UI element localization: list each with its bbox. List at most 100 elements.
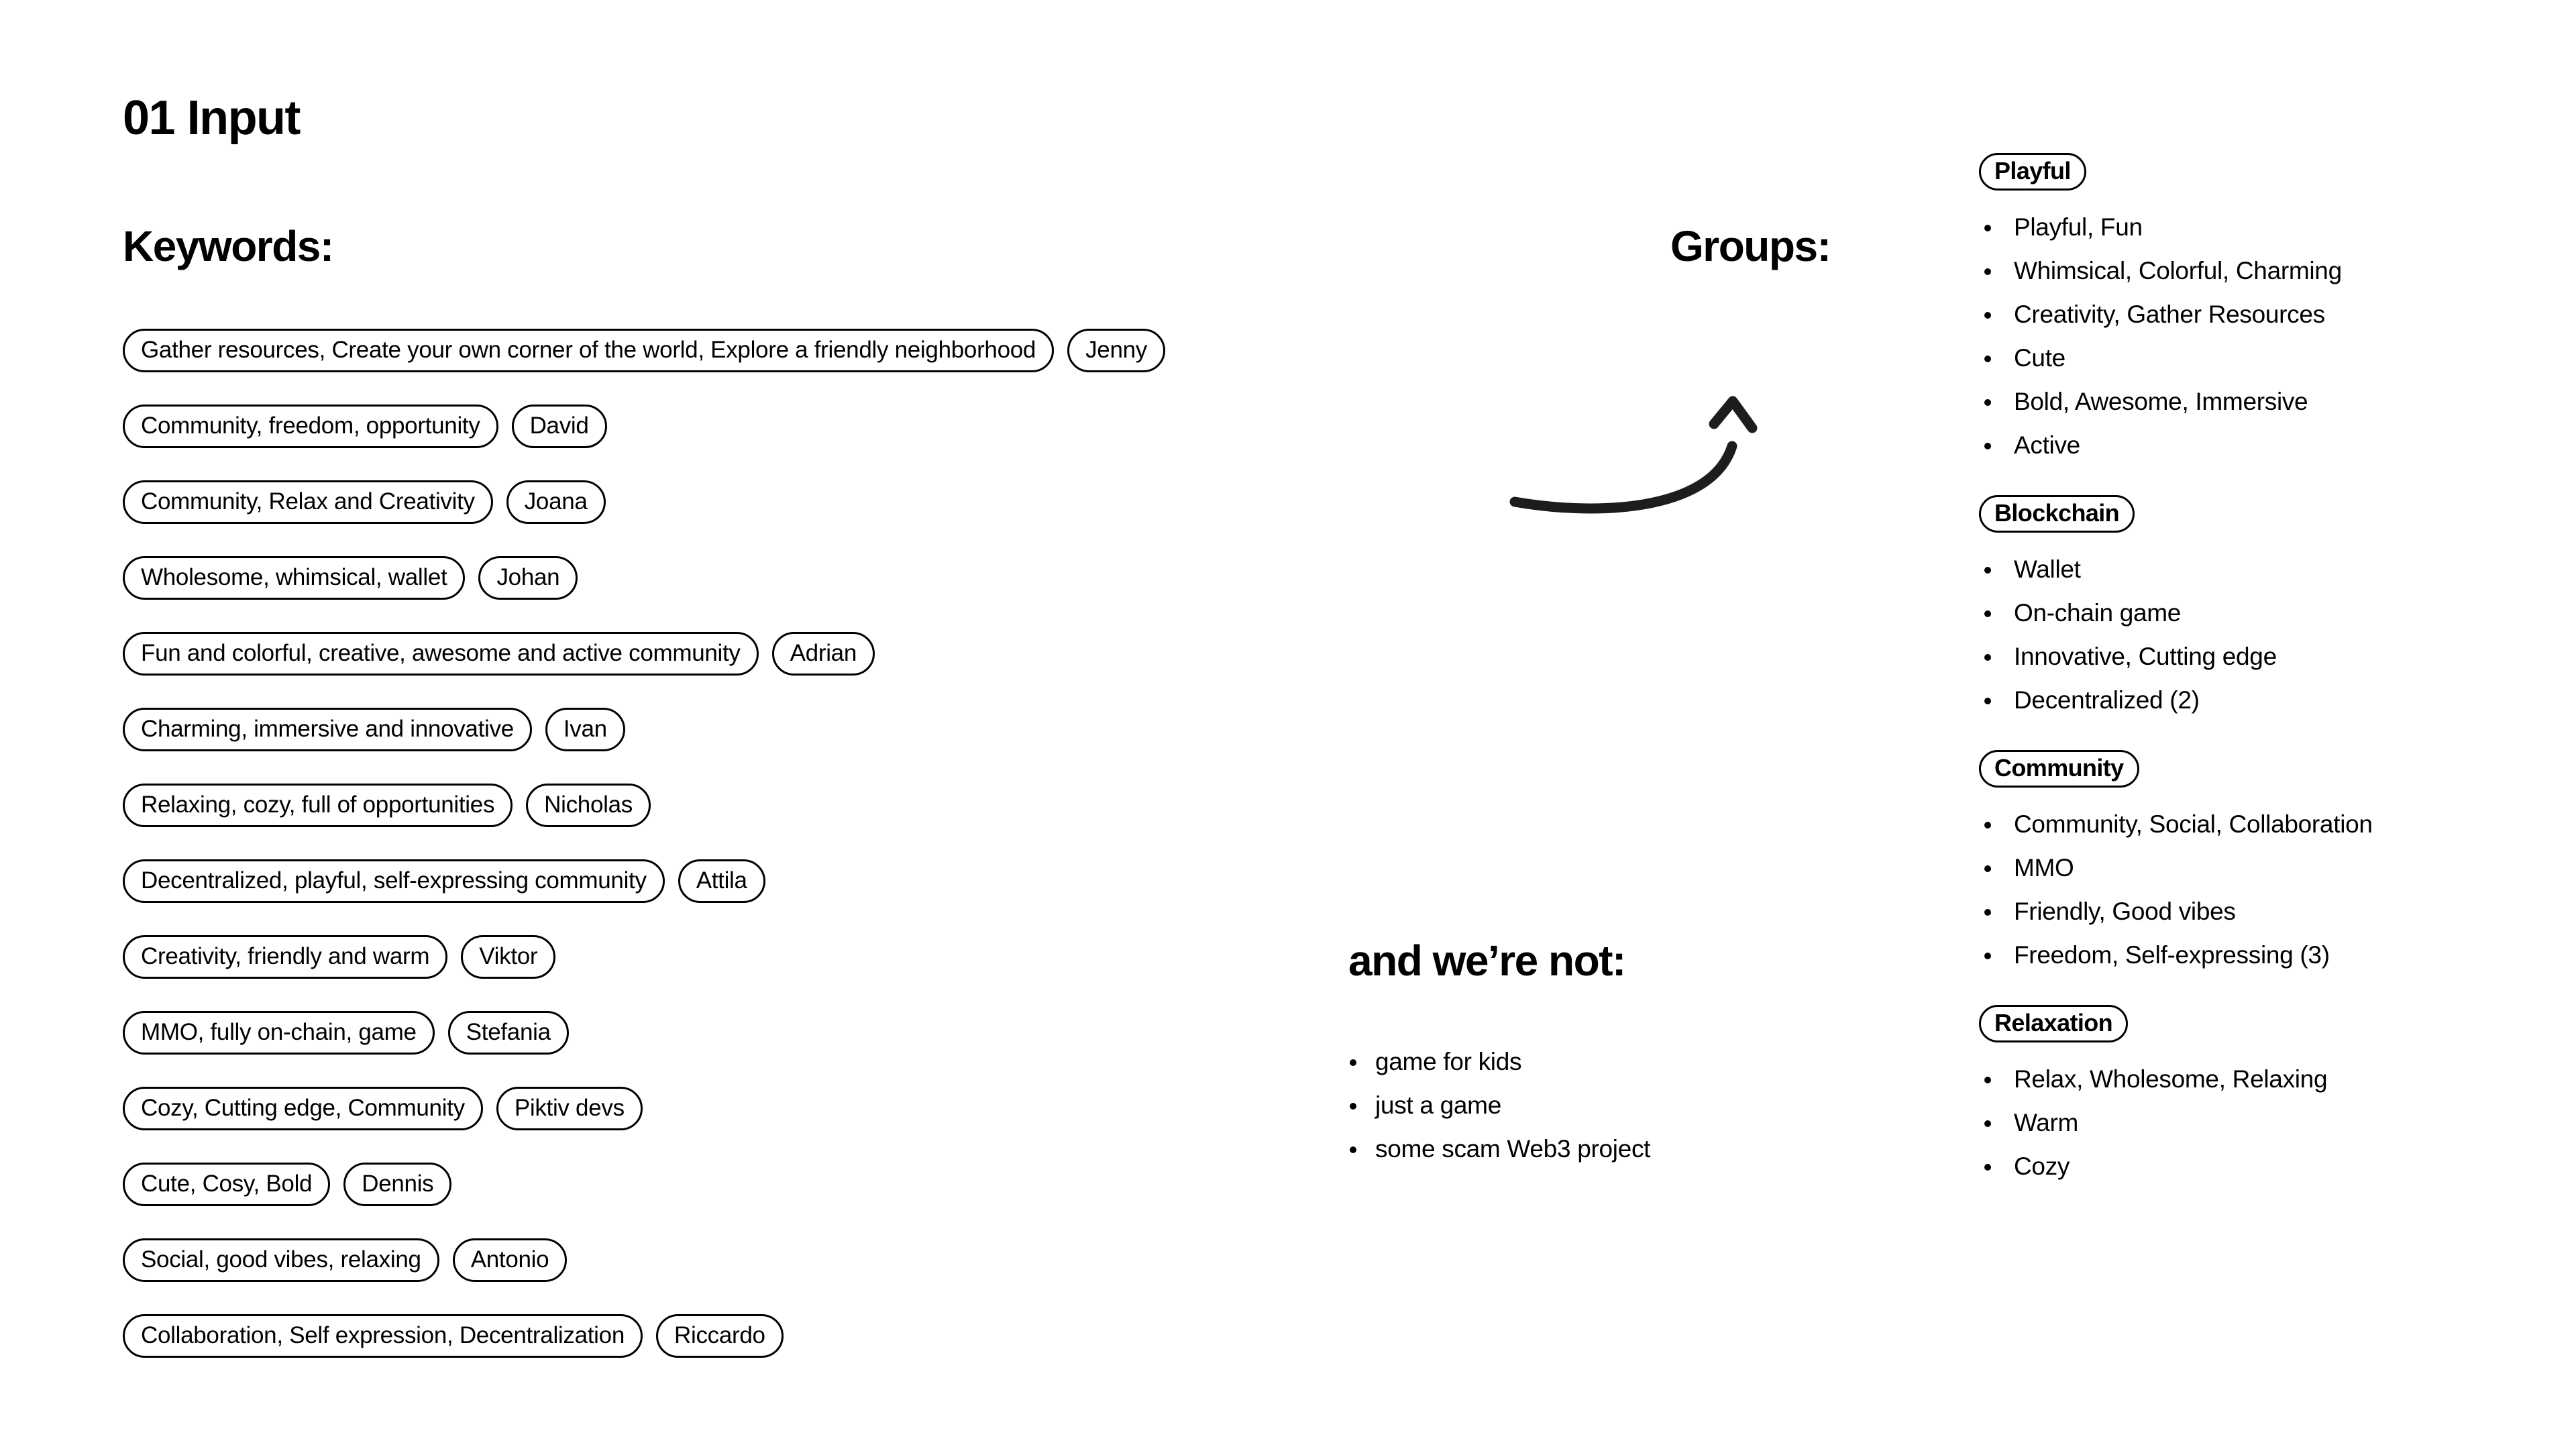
keyword-pill[interactable]: Community, Relax and Creativity [123,480,493,524]
keyword-pill-label: Community, freedom, opportunity [141,412,480,439]
author-pill-label: David [529,412,589,439]
keyword-pill[interactable]: Relaxing, cozy, full of opportunities [123,784,513,827]
keyword-pill-label: Cozy, Cutting edge, Community [141,1094,465,1121]
author-pill[interactable]: Viktor [461,935,556,979]
author-pill-label: Stefania [466,1018,551,1045]
author-pill-label: Adrian [790,639,857,666]
keyword-pill[interactable]: Decentralized, playful, self-expressing … [123,859,665,903]
author-pill[interactable]: Attila [678,859,765,903]
author-pill-label: Johan [496,564,560,590]
keyword-pill-label: Community, Relax and Creativity [141,488,475,515]
keyword-pill[interactable]: Fun and colorful, creative, awesome and … [123,632,759,676]
keyword-pill[interactable]: Cozy, Cutting edge, Community [123,1087,483,1130]
author-pill[interactable]: Johan [478,556,578,600]
author-pill[interactable]: Adrian [771,632,875,676]
keyword-pill-label: Charming, immersive and innovative [141,715,514,742]
author-pill[interactable]: Antonio [452,1238,568,1282]
group-label: Community [1994,753,2124,782]
group-label-pill[interactable]: Blockchain [1979,495,2135,533]
not-list-item: just a game [1348,1083,1818,1127]
keyword-row: MMO, fully on-chain, game Stefania [123,1011,1733,1055]
author-pill-label: Riccardo [674,1322,765,1348]
group-item: Friendly, Good vibes [1979,890,2556,933]
keyword-pill[interactable]: Community, freedom, opportunity [123,405,498,448]
keyword-pill-label: Relaxing, cozy, full of opportunities [141,791,495,818]
group-item: Creativity, Gather Resources [1979,292,2556,336]
group-item: Playful, Fun [1979,205,2556,249]
author-pill[interactable]: Jenny [1067,329,1165,372]
keyword-row: Creativity, friendly and warm Viktor [123,935,1733,979]
author-pill[interactable]: Ivan [545,708,625,751]
author-pill[interactable]: Riccardo [656,1314,784,1358]
keyword-rows: Gather resources, Create your own corner… [123,329,1733,1390]
group-item: Innovative, Cutting edge [1979,635,2556,678]
not-list-item: some scam Web3 project [1348,1127,1818,1171]
group-label: Relaxation [1994,1008,2113,1036]
keyword-row: Fun and colorful, creative, awesome and … [123,632,1733,676]
keyword-row: Wholesome, whimsical, wallet Johan [123,556,1733,600]
group-item: Whimsical, Colorful, Charming [1979,249,2556,292]
keyword-pill-label: Creativity, friendly and warm [141,943,430,969]
group-label-pill[interactable]: Playful [1979,153,2086,191]
keyword-pill-label: Cute, Cosy, Bold [141,1170,313,1197]
group-item: Wallet [1979,547,2556,591]
group-item: Freedom, Self-expressing (3) [1979,933,2556,977]
author-pill-label: Viktor [479,943,538,969]
keyword-pill[interactable]: Creativity, friendly and warm [123,935,448,979]
page-title: 01 Input [123,91,301,145]
keyword-pill[interactable]: MMO, fully on-chain, game [123,1011,435,1055]
group-item: Warm [1979,1101,2556,1144]
keyword-row: Cute, Cosy, Bold Dennis [123,1163,1733,1206]
author-pill-label: Dennis [362,1170,434,1197]
groups-heading: Groups: [1670,222,1831,270]
author-pill-label: Jenny [1085,336,1147,363]
keywords-heading: Keywords: [123,222,334,270]
keyword-row: Community, freedom, opportunity David [123,405,1733,448]
keyword-row: Cozy, Cutting edge, Community Piktiv devs [123,1087,1733,1130]
keyword-pill[interactable]: Wholesome, whimsical, wallet [123,556,466,600]
keyword-pill-label: Wholesome, whimsical, wallet [141,564,447,590]
keyword-row: Charming, immersive and innovative Ivan [123,708,1733,751]
author-pill[interactable]: Piktiv devs [496,1087,643,1130]
keyword-pill[interactable]: Social, good vibes, relaxing [123,1238,439,1282]
author-pill[interactable]: Nicholas [526,784,651,827]
keyword-row: Decentralized, playful, self-expressing … [123,859,1733,903]
author-pill-label: Ivan [563,715,607,742]
author-pill[interactable]: Dennis [343,1163,452,1206]
keyword-pill-label: Collaboration, Self expression, Decentra… [141,1322,625,1348]
keyword-pill-label: Decentralized, playful, self-expressing … [141,867,647,894]
author-pill[interactable]: David [511,405,607,448]
keyword-row: Gather resources, Create your own corner… [123,329,1733,372]
author-pill[interactable]: Joana [506,480,606,524]
author-pill-label: Nicholas [544,791,633,818]
author-pill[interactable]: Stefania [447,1011,569,1055]
group-item: Bold, Awesome, Immersive [1979,380,2556,423]
curved-up-arrow-icon [1509,396,1758,514]
keyword-row: Community, Relax and Creativity Joana [123,480,1733,524]
keyword-pill[interactable]: Charming, immersive and innovative [123,708,532,751]
keyword-row: Relaxing, cozy, full of opportunities Nic… [123,784,1733,827]
keyword-pill-label: MMO, fully on-chain, game [141,1018,417,1045]
keyword-pill[interactable]: Collaboration, Self expression, Decentra… [123,1314,643,1358]
group-item: Community, Social, Collaboration [1979,802,2556,846]
group-item: Cute [1979,336,2556,380]
author-pill-label: Joana [524,488,588,515]
group-item: Active [1979,423,2556,467]
group-label-pill[interactable]: Relaxation [1979,1005,2129,1042]
keyword-pill[interactable]: Cute, Cosy, Bold [123,1163,331,1206]
keyword-pill[interactable]: Gather resources, Create your own corner… [123,329,1055,372]
group-label-pill[interactable]: Community [1979,750,2139,788]
keyword-row: Social, good vibes, relaxing Antonio [123,1238,1733,1282]
author-pill-label: Piktiv devs [514,1094,625,1121]
